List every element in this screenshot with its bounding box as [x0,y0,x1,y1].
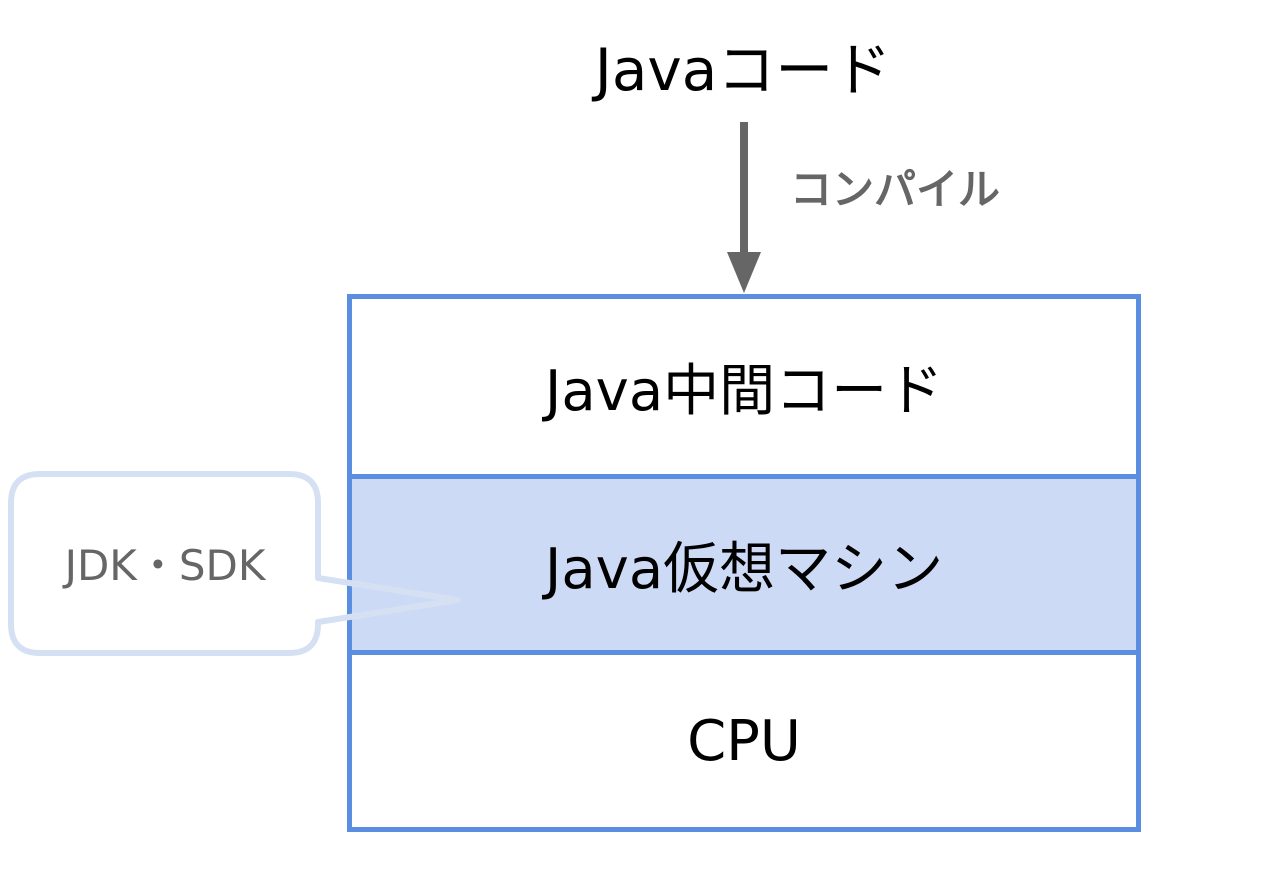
layer-cpu-label: CPU [687,708,801,774]
layer-stack: Java中間コード Java仮想マシン CPU [347,294,1141,832]
layer-bytecode: Java中間コード [352,299,1136,474]
layer-jvm: Java仮想マシン [352,474,1136,655]
compile-arrow-label: コンパイル [790,165,1001,214]
callout-label: JDK・SDK [64,541,266,590]
layer-bytecode-label: Java中間コード [544,359,944,424]
source-code-label: Javaコード [594,36,892,104]
layer-jvm-label: Java仮想マシン [544,537,944,602]
compile-arrow-head [727,252,761,293]
layer-cpu: CPU [352,655,1136,827]
